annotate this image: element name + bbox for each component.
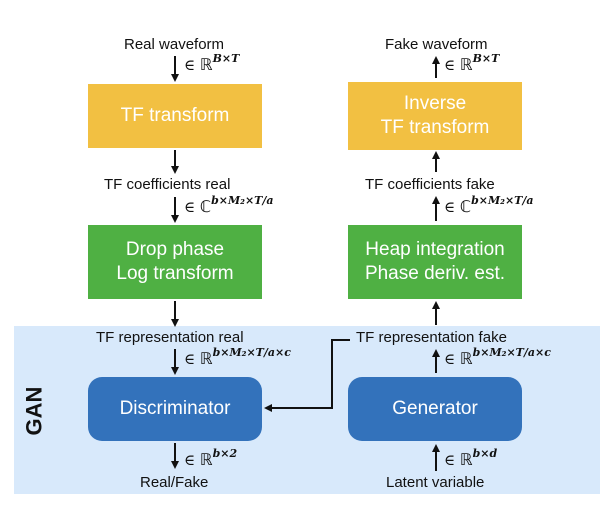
dim-latent: ∈ ℝb×d — [444, 447, 498, 469]
generator-box: Generator — [348, 377, 522, 441]
dim-real-waveform: ∈ ℝB×T — [184, 52, 240, 74]
tf-coeff-fake-label: TF coefficients fake — [365, 176, 495, 193]
inverse-tf-line2: TF transform — [380, 117, 490, 138]
tf-repr-real-label: TF representation real — [96, 329, 244, 346]
tf-transform-box: TF transform — [88, 84, 262, 148]
fake-waveform-label: Fake waveform — [385, 36, 488, 53]
heap-integration-box: Heap integration Phase deriv. est. — [348, 225, 522, 299]
drop-phase-box: Drop phase Log transform — [88, 225, 262, 299]
inverse-tf-line1: Inverse — [403, 93, 467, 114]
dim-coeff-real: ∈ ℂb×M₂×T/a — [184, 194, 274, 216]
tf-transform-label: TF transform — [120, 105, 230, 126]
real-waveform-label: Real waveform — [124, 36, 225, 53]
heap-line2: Phase deriv. est. — [364, 263, 506, 284]
heap-line1: Heap integration — [365, 239, 505, 260]
discriminator-label: Discriminator — [119, 398, 231, 419]
drop-phase-line2: Log transform — [116, 263, 234, 284]
tf-coeff-real-label: TF coefficients real — [104, 176, 231, 193]
real-fake-label: Real/Fake — [140, 474, 209, 491]
generator-label: Generator — [392, 398, 478, 419]
latent-variable-label: Latent variable — [386, 474, 485, 491]
dim-output: ∈ ℝb×2 — [184, 447, 238, 469]
dim-coeff-fake: ∈ ℂb×M₂×T/a — [444, 194, 534, 216]
discriminator-box: Discriminator — [88, 377, 262, 441]
drop-phase-line1: Drop phase — [125, 239, 225, 260]
tf-repr-fake-label: TF representation fake — [356, 329, 507, 346]
inverse-tf-box: Inverse TF transform — [348, 82, 522, 150]
dim-fake-waveform: ∈ ℝB×T — [444, 52, 500, 74]
dim-repr-real: ∈ ℝb×M₂×T/a×c — [184, 346, 291, 368]
dim-repr-fake: ∈ ℝb×M₂×T/a×c — [444, 346, 551, 368]
arrow-fake-to-discriminator — [264, 339, 350, 412]
